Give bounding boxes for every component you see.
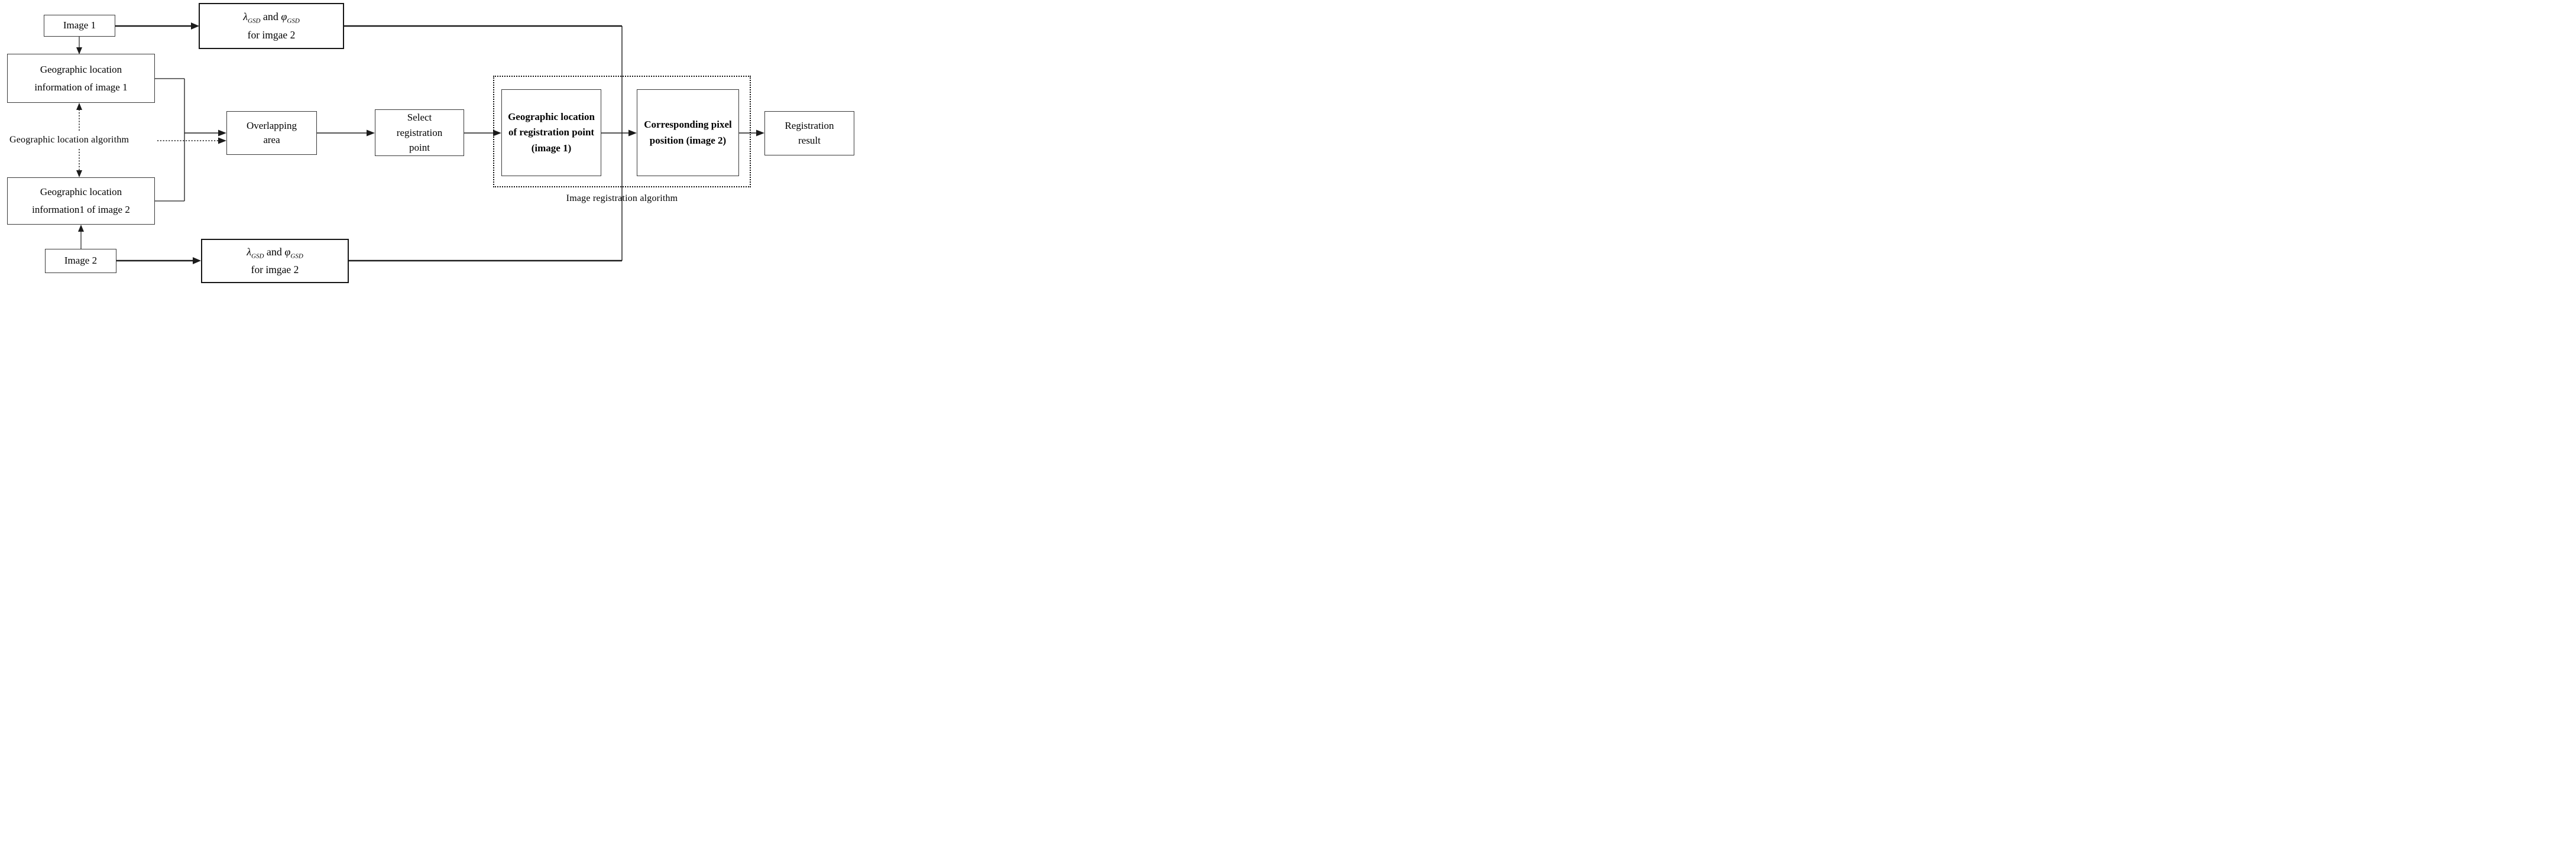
node-corresponding-pixel-position: Corresponding pixel position (image 2) bbox=[637, 89, 739, 176]
label-image-registration-algorithm: Image registration algorithm bbox=[566, 193, 678, 203]
gsd-top-caption: for imgae 2 bbox=[247, 28, 296, 41]
select-line1: Select bbox=[407, 112, 432, 124]
arrowhead-geoalg-to-overlapping bbox=[218, 137, 226, 144]
select-line2: registration bbox=[396, 126, 443, 138]
node-geo-info-image-1: Geographic location information of image… bbox=[7, 54, 155, 103]
arrowhead-image2-to-geo2 bbox=[78, 225, 84, 232]
geo2-line2: information1 of image 2 bbox=[32, 204, 130, 215]
overlapping-line1: Overlapping bbox=[247, 119, 297, 131]
node-gsd-bottom: λGSD and φGSD for imgae 2 bbox=[201, 239, 349, 283]
arrowhead-bracket-to-overlapping bbox=[218, 129, 226, 137]
gsd-top-formula: λGSD and φGSD bbox=[243, 11, 300, 25]
registration-result-line1: Registration bbox=[785, 120, 834, 132]
node-geo-location-registration-point: Geographic location of registration poin… bbox=[501, 89, 601, 176]
corresponding-label: Corresponding pixel position (image 2) bbox=[644, 119, 732, 146]
arrowhead-image1-to-gsdtop bbox=[191, 22, 199, 30]
node-image-2: Image 2 bbox=[45, 249, 116, 273]
node-image-1: Image 1 bbox=[44, 15, 115, 37]
registration-result-line2: result bbox=[798, 134, 821, 146]
arrowhead-image2-to-gsdbottom bbox=[193, 257, 201, 264]
gsd-bottom-caption: for imgae 2 bbox=[251, 264, 299, 276]
gsd-bottom-formula: λGSD and φGSD bbox=[247, 245, 303, 260]
select-line3: point bbox=[409, 142, 430, 154]
node-registration-result: Registration result bbox=[764, 111, 854, 155]
node-select-registration-point: Select registration point bbox=[375, 109, 464, 156]
geo1-line1: Geographic location bbox=[40, 63, 122, 75]
geo-reg-point-label: Geographic location of registration poin… bbox=[508, 111, 595, 154]
arrowhead-geoalg-down bbox=[76, 170, 82, 177]
label-geographic-location-algorithm: Geographic location algorithm bbox=[9, 135, 129, 145]
flowchart-canvas: Image 1 λGSD and φGSD for imgae 2 Geogra… bbox=[0, 0, 858, 288]
node-gsd-top: λGSD and φGSD for imgae 2 bbox=[199, 3, 344, 49]
arrowhead-overlapping-to-select bbox=[367, 129, 375, 137]
node-image-1-label: Image 1 bbox=[63, 20, 96, 31]
geo1-line2: information of image 1 bbox=[34, 81, 128, 93]
node-geo-info-image-2: Geographic location information1 of imag… bbox=[7, 177, 155, 225]
geo2-line1: Geographic location bbox=[40, 186, 122, 198]
arrowhead-geoalg-up bbox=[76, 103, 82, 110]
node-overlapping-area: Overlapping area bbox=[226, 111, 317, 155]
arrowhead-corresponding-to-result bbox=[756, 129, 764, 137]
node-image-2-label: Image 2 bbox=[64, 255, 98, 267]
overlapping-line2: area bbox=[263, 134, 280, 145]
